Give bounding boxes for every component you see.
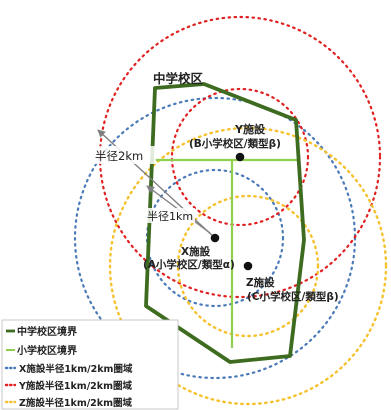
radius-2km-label: 半径2km	[95, 149, 143, 163]
facility-z-name: Z施設	[246, 276, 275, 289]
facility-x-detail: (A小学校区/類型α)	[143, 258, 235, 271]
facility-z-marker	[243, 261, 253, 271]
legend-item-x-circles: X施設半径1km/2km圏域	[4, 363, 133, 375]
legend-item-y-circles: Y施設半径1km/2km圏域	[4, 380, 133, 392]
legend-label-z: Z施設半径1km/2km圏域	[19, 397, 133, 409]
facility-z-detail: (C小学校区/類型β)	[247, 290, 339, 303]
middle-school-boundary	[144, 82, 306, 364]
legend-item-elementary-boundary: 小学校区境界	[6, 344, 77, 357]
middle-school-area-label: 中学校区	[153, 71, 204, 86]
legend-box	[1, 319, 179, 410]
facility-y-detail: (B小学校区/類型β)	[189, 137, 281, 150]
legend-item-z-circles: Z施設半径1km/2km圏域	[4, 397, 133, 409]
z-radius-1km-circle	[176, 194, 320, 338]
legend-label-middle-school: 中学校区境界	[17, 325, 77, 338]
legend-label-elementary: 小学校区境界	[16, 344, 77, 357]
x-radius-1km-circle	[145, 168, 285, 308]
legend: 中学校区境界 小学校区境界 X施設半径1km/2km圏域 Y施設半径1km/2k…	[1, 319, 179, 410]
facility-y-marker	[235, 152, 245, 162]
facility-x-marker	[210, 233, 220, 243]
legend-item-middle-school-boundary: 中学校区境界	[6, 325, 77, 338]
legend-label-x: X施設半径1km/2km圏域	[19, 363, 133, 375]
legend-label-y: Y施設半径1km/2km圏域	[18, 380, 133, 392]
facility-x-name: X施設	[181, 245, 211, 258]
radius-1km-label: 半径1km	[147, 209, 193, 223]
elementary-school-boundaries	[150, 158, 300, 348]
y-radius-1km-circle	[170, 87, 310, 227]
z-radius-2km-circle	[108, 126, 388, 406]
facility-y-name: Y施設	[234, 122, 266, 136]
z-facility-radius-circles	[108, 126, 388, 406]
